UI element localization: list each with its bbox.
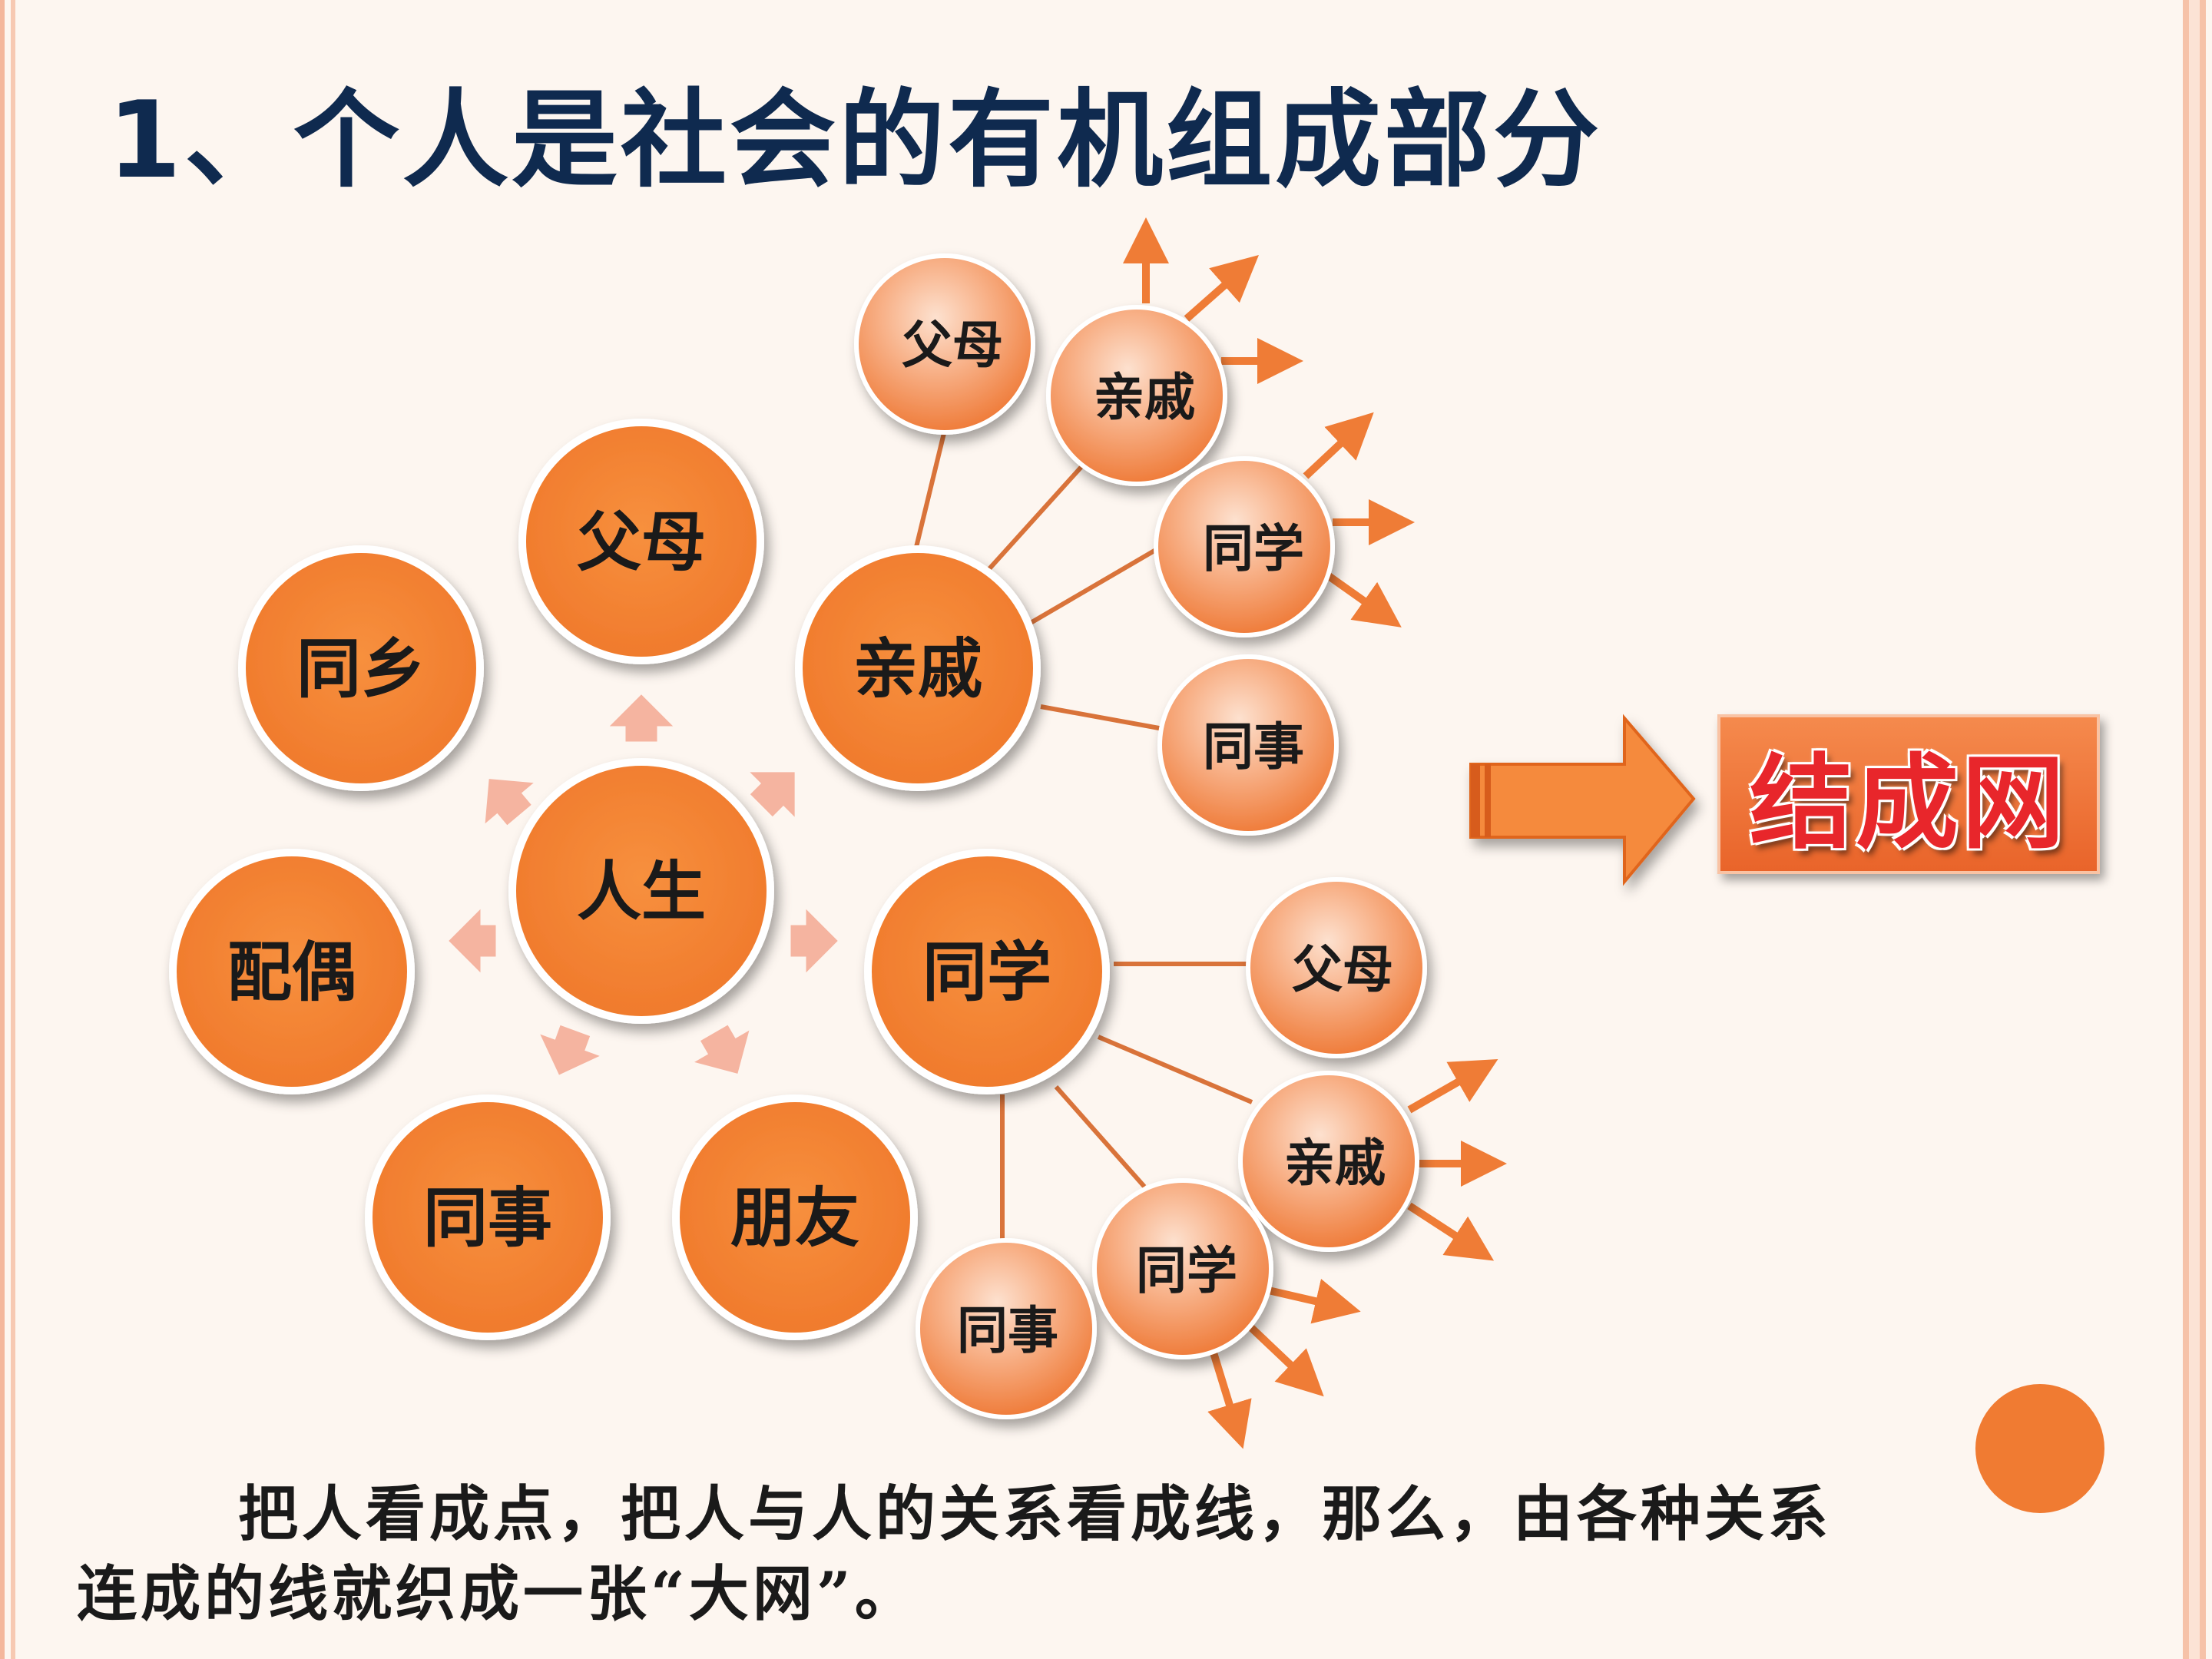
center-pink-arrows	[449, 694, 838, 1075]
label-ring-3: 配偶	[227, 934, 356, 1010]
node-qinqi-child-4	[1157, 654, 1339, 836]
label-qinqi-child-1: 父母	[902, 315, 1003, 375]
node-qinqi-hub	[795, 545, 1041, 791]
node-tongxue-child-3	[1092, 1178, 1273, 1359]
label-qinqi-child-4: 同事	[1203, 717, 1304, 777]
node-qinqi-child-3	[1154, 456, 1335, 637]
label-qinqi-child-3: 同学	[1203, 518, 1304, 578]
caption: 把人看成点，把人与人的关系看成线，那么，由各种关系 连成的线就织成一张“大网”。	[77, 1475, 2104, 1634]
label-ring-1: 父母	[577, 504, 706, 580]
label-tongxue-child-3: 同学	[1136, 1240, 1237, 1300]
big-node-labels: 人生 父母 同乡 配偶 同事 朋友 亲戚 同学	[227, 504, 1051, 1256]
right-border-decoration	[2112, 0, 2212, 1659]
result-arrow	[1469, 714, 1696, 886]
small-node-labels: 父母 亲戚 同学 同事 父母 亲戚 同学 同事	[902, 315, 1393, 1360]
node-tongxue-child-1	[1246, 877, 1427, 1058]
label-ring-4: 同事	[423, 1180, 552, 1256]
qinqi-connectors	[908, 429, 1168, 732]
label-center: 人生	[577, 853, 706, 929]
label-qinqi-hub: 亲戚	[853, 631, 982, 707]
node-center	[508, 758, 774, 1024]
decorative-circle	[1975, 1384, 2104, 1513]
label-tongxue-hub: 同学	[922, 934, 1051, 1010]
node-ring-3	[169, 849, 415, 1094]
node-ring-5	[672, 1094, 918, 1340]
label-ring-5: 朋友	[730, 1180, 859, 1256]
left-border-decoration	[0, 0, 22, 1659]
node-qinqi-child-2	[1046, 305, 1227, 486]
node-ring-1	[518, 419, 764, 664]
node-ring-4	[365, 1094, 611, 1340]
caption-line-1-text: 把人看成点，把人与人的关系看成线，那么，由各种关系	[238, 1479, 1833, 1549]
node-ring-2	[238, 545, 484, 791]
node-tongxue-child-2	[1238, 1071, 1419, 1252]
tongxue-connectors	[1000, 962, 1253, 1244]
page-title: 1、个人是社会的有机组成部分	[108, 78, 1603, 202]
result-label: 结成网	[1749, 743, 2068, 863]
node-tongxue-child-4	[916, 1238, 1097, 1419]
caption-line-2: 连成的线就织成一张“大网”。	[77, 1559, 919, 1629]
caption-line-1: 把人看成点，把人与人的关系看成线，那么，由各种关系	[77, 1475, 2104, 1555]
label-qinqi-child-2: 亲戚	[1094, 367, 1195, 427]
node-qinqi-child-1	[854, 253, 1035, 435]
label-tongxue-child-2: 亲戚	[1284, 1133, 1386, 1193]
result-box: 结成网	[1717, 714, 2100, 874]
node-tongxue-hub	[864, 849, 1110, 1094]
label-ring-2: 同乡	[296, 631, 426, 707]
label-tongxue-child-4: 同事	[957, 1300, 1058, 1360]
big-nodes	[169, 419, 1110, 1340]
label-tongxue-child-1: 父母	[1292, 939, 1393, 999]
small-nodes	[854, 253, 1427, 1419]
